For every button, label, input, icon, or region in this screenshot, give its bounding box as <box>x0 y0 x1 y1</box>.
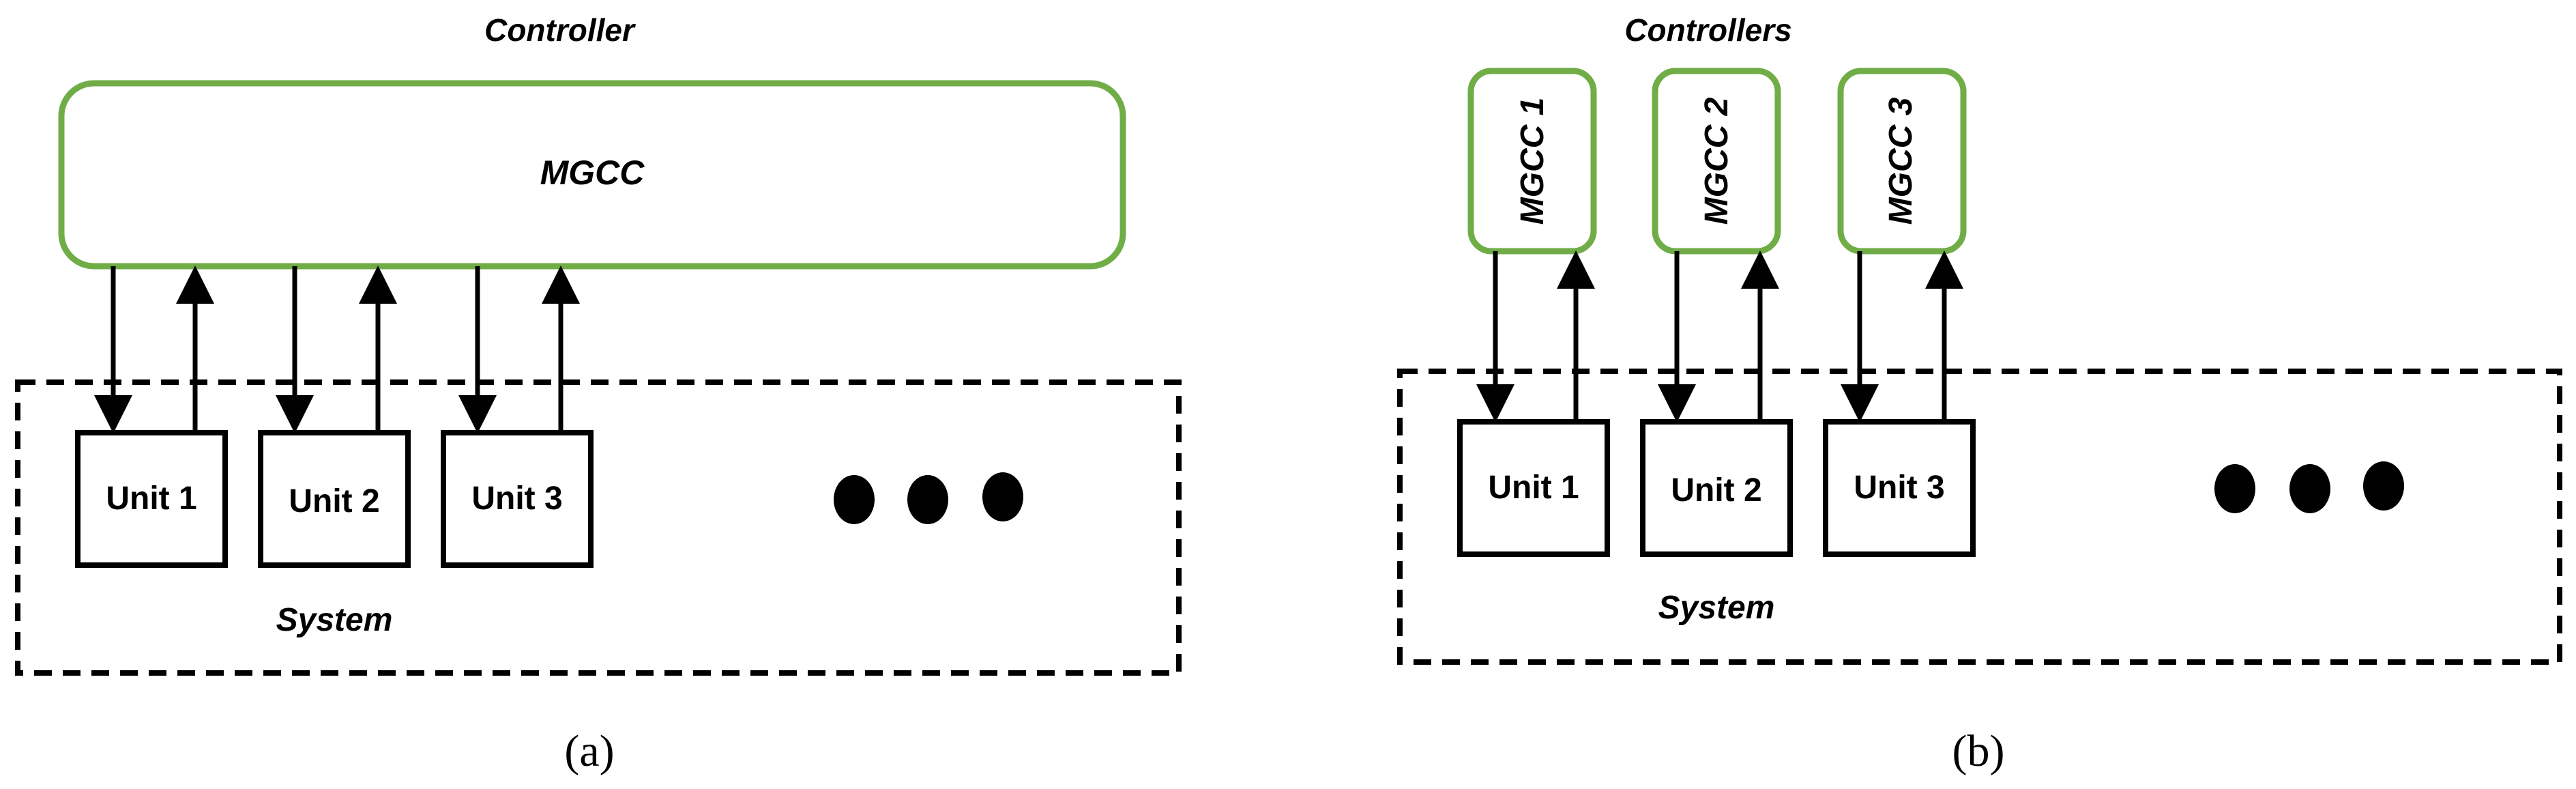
unit-3: Unit 3 <box>441 430 594 568</box>
mgcc-3-box: MGCC 3 <box>1837 68 1967 255</box>
mgcc-1-label: MGCC 1 <box>1514 98 1551 225</box>
unit-2: Unit 2 <box>1640 419 1793 557</box>
unit-label: Unit 3 <box>1854 470 1944 506</box>
caption-b: (b) <box>1952 726 2005 776</box>
panel-b: Controllers MGCC 1 MGCC 2 MGCC 3 Unit 1 … <box>1397 12 2562 776</box>
unit-label: Unit 3 <box>471 480 562 517</box>
unit-box <box>1640 419 1793 557</box>
mgcc-1-box: MGCC 1 <box>1467 68 1597 255</box>
unit-label: Unit 2 <box>1671 472 1761 508</box>
mgcc-2-box: MGCC 2 <box>1652 68 1781 255</box>
ellipsis-dots-icon <box>834 472 1023 524</box>
mgcc-box <box>58 80 1126 270</box>
unit-box <box>441 430 594 568</box>
controllers-label: Controllers <box>1624 12 1791 48</box>
unit-label: Unit 1 <box>1488 470 1579 506</box>
mgcc-2-label: MGCC 2 <box>1699 97 1735 225</box>
caption-a: (a) <box>564 726 614 776</box>
unit-box <box>1457 419 1610 557</box>
controller-label: Controller <box>484 12 636 48</box>
unit-2: Unit 2 <box>258 430 411 568</box>
mgcc-box-label: MGCC <box>540 154 645 192</box>
unit-label: Unit 1 <box>106 480 196 517</box>
system-box <box>1397 369 2562 665</box>
unit-1: Unit 1 <box>1457 419 1610 557</box>
unit-box <box>75 430 228 568</box>
system-label: System <box>276 602 393 638</box>
mgcc-3-label: MGCC 3 <box>1883 97 1919 225</box>
ellipsis-dots-icon <box>2214 461 2404 513</box>
panel-a: Controller MGCC Unit 1 Unit 2 Unit 3 Sys… <box>15 12 1182 776</box>
system-box <box>15 379 1182 676</box>
unit-box <box>258 430 411 568</box>
unit-box <box>1823 419 1976 557</box>
system-label: System <box>1658 590 1775 626</box>
unit-label: Unit 2 <box>289 483 379 519</box>
unit-3: Unit 3 <box>1823 419 1976 557</box>
unit-1: Unit 1 <box>75 430 228 568</box>
